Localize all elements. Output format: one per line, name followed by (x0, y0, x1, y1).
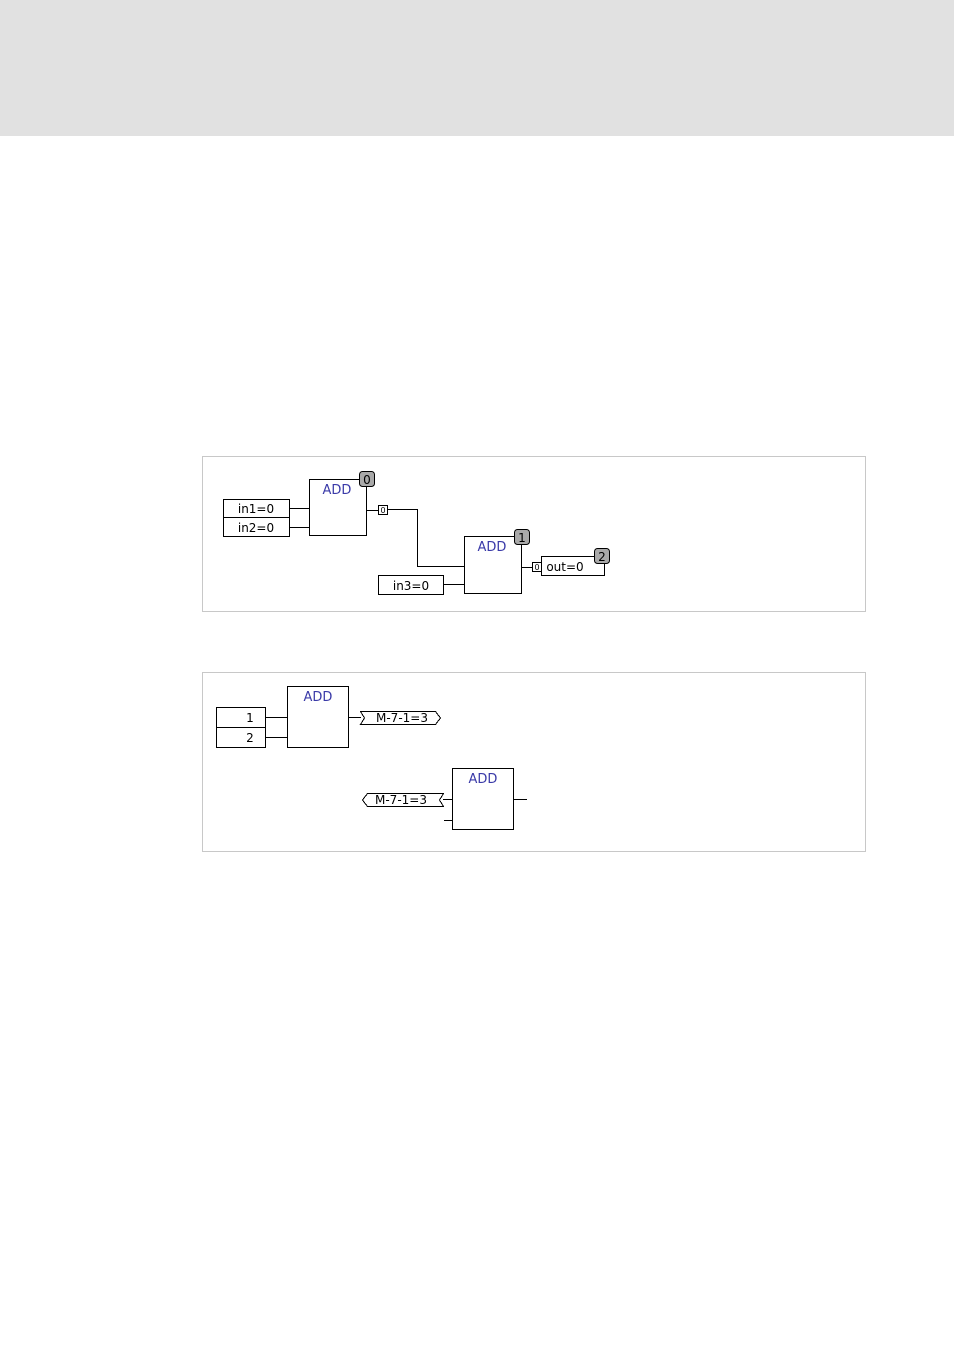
svg-text:0: 0 (380, 506, 385, 515)
diagram-1-canvas: in1=0 in2=0 ADD 0 0 in3=0 (203, 457, 865, 611)
execution-order-2: 2 (598, 550, 606, 564)
diagram-2-canvas: 1 2 ADD M-7-1=3 M-7-1=3 ADD (203, 673, 865, 851)
connector-input-label: M-7-1=3 (375, 793, 427, 807)
add-block-b-title: ADD (469, 772, 498, 787)
output-pin-add1[interactable]: 0 (533, 563, 542, 573)
diagram-panel-2: 1 2 ADD M-7-1=3 M-7-1=3 ADD (202, 672, 866, 852)
constant-2[interactable]: 2 (217, 728, 266, 748)
constant-2-label: 2 (246, 731, 254, 745)
connector-output[interactable]: M-7-1=3 (361, 711, 441, 725)
execution-order-badge-2: 2 (595, 549, 610, 565)
add-block-0-title: ADD (323, 483, 352, 498)
wire-add0-to-add1 (388, 510, 465, 567)
add-block-0[interactable]: ADD (310, 480, 367, 536)
execution-order-0: 0 (363, 473, 371, 487)
add-block-1-title: ADD (478, 540, 507, 555)
input-in2-label: in2=0 (238, 521, 274, 535)
diagram-panel-1: in1=0 in2=0 ADD 0 0 in3=0 (202, 456, 866, 612)
input-in2[interactable]: in2=0 (224, 518, 290, 537)
output-out-label: out=0 (546, 560, 583, 574)
add-block-b[interactable]: ADD (453, 769, 514, 830)
add-block-a[interactable]: ADD (288, 687, 349, 748)
connector-input[interactable]: M-7-1=3 (363, 793, 444, 807)
input-in3-label: in3=0 (393, 579, 429, 593)
execution-order-badge-1: 1 (515, 530, 530, 546)
svg-text:0: 0 (534, 563, 539, 572)
execution-order-1: 1 (518, 531, 526, 545)
constant-1[interactable]: 1 (217, 708, 266, 728)
input-in3[interactable]: in3=0 (379, 576, 444, 595)
connector-output-label: M-7-1=3 (376, 711, 428, 725)
output-pin-add0[interactable]: 0 (379, 506, 388, 516)
input-in1-label: in1=0 (238, 502, 274, 516)
add-block-a-title: ADD (304, 690, 333, 705)
constant-1-label: 1 (246, 711, 254, 725)
execution-order-badge-0: 0 (360, 472, 375, 488)
input-in1[interactable]: in1=0 (224, 500, 290, 518)
add-block-1[interactable]: ADD (465, 537, 522, 594)
header-band (0, 0, 954, 136)
